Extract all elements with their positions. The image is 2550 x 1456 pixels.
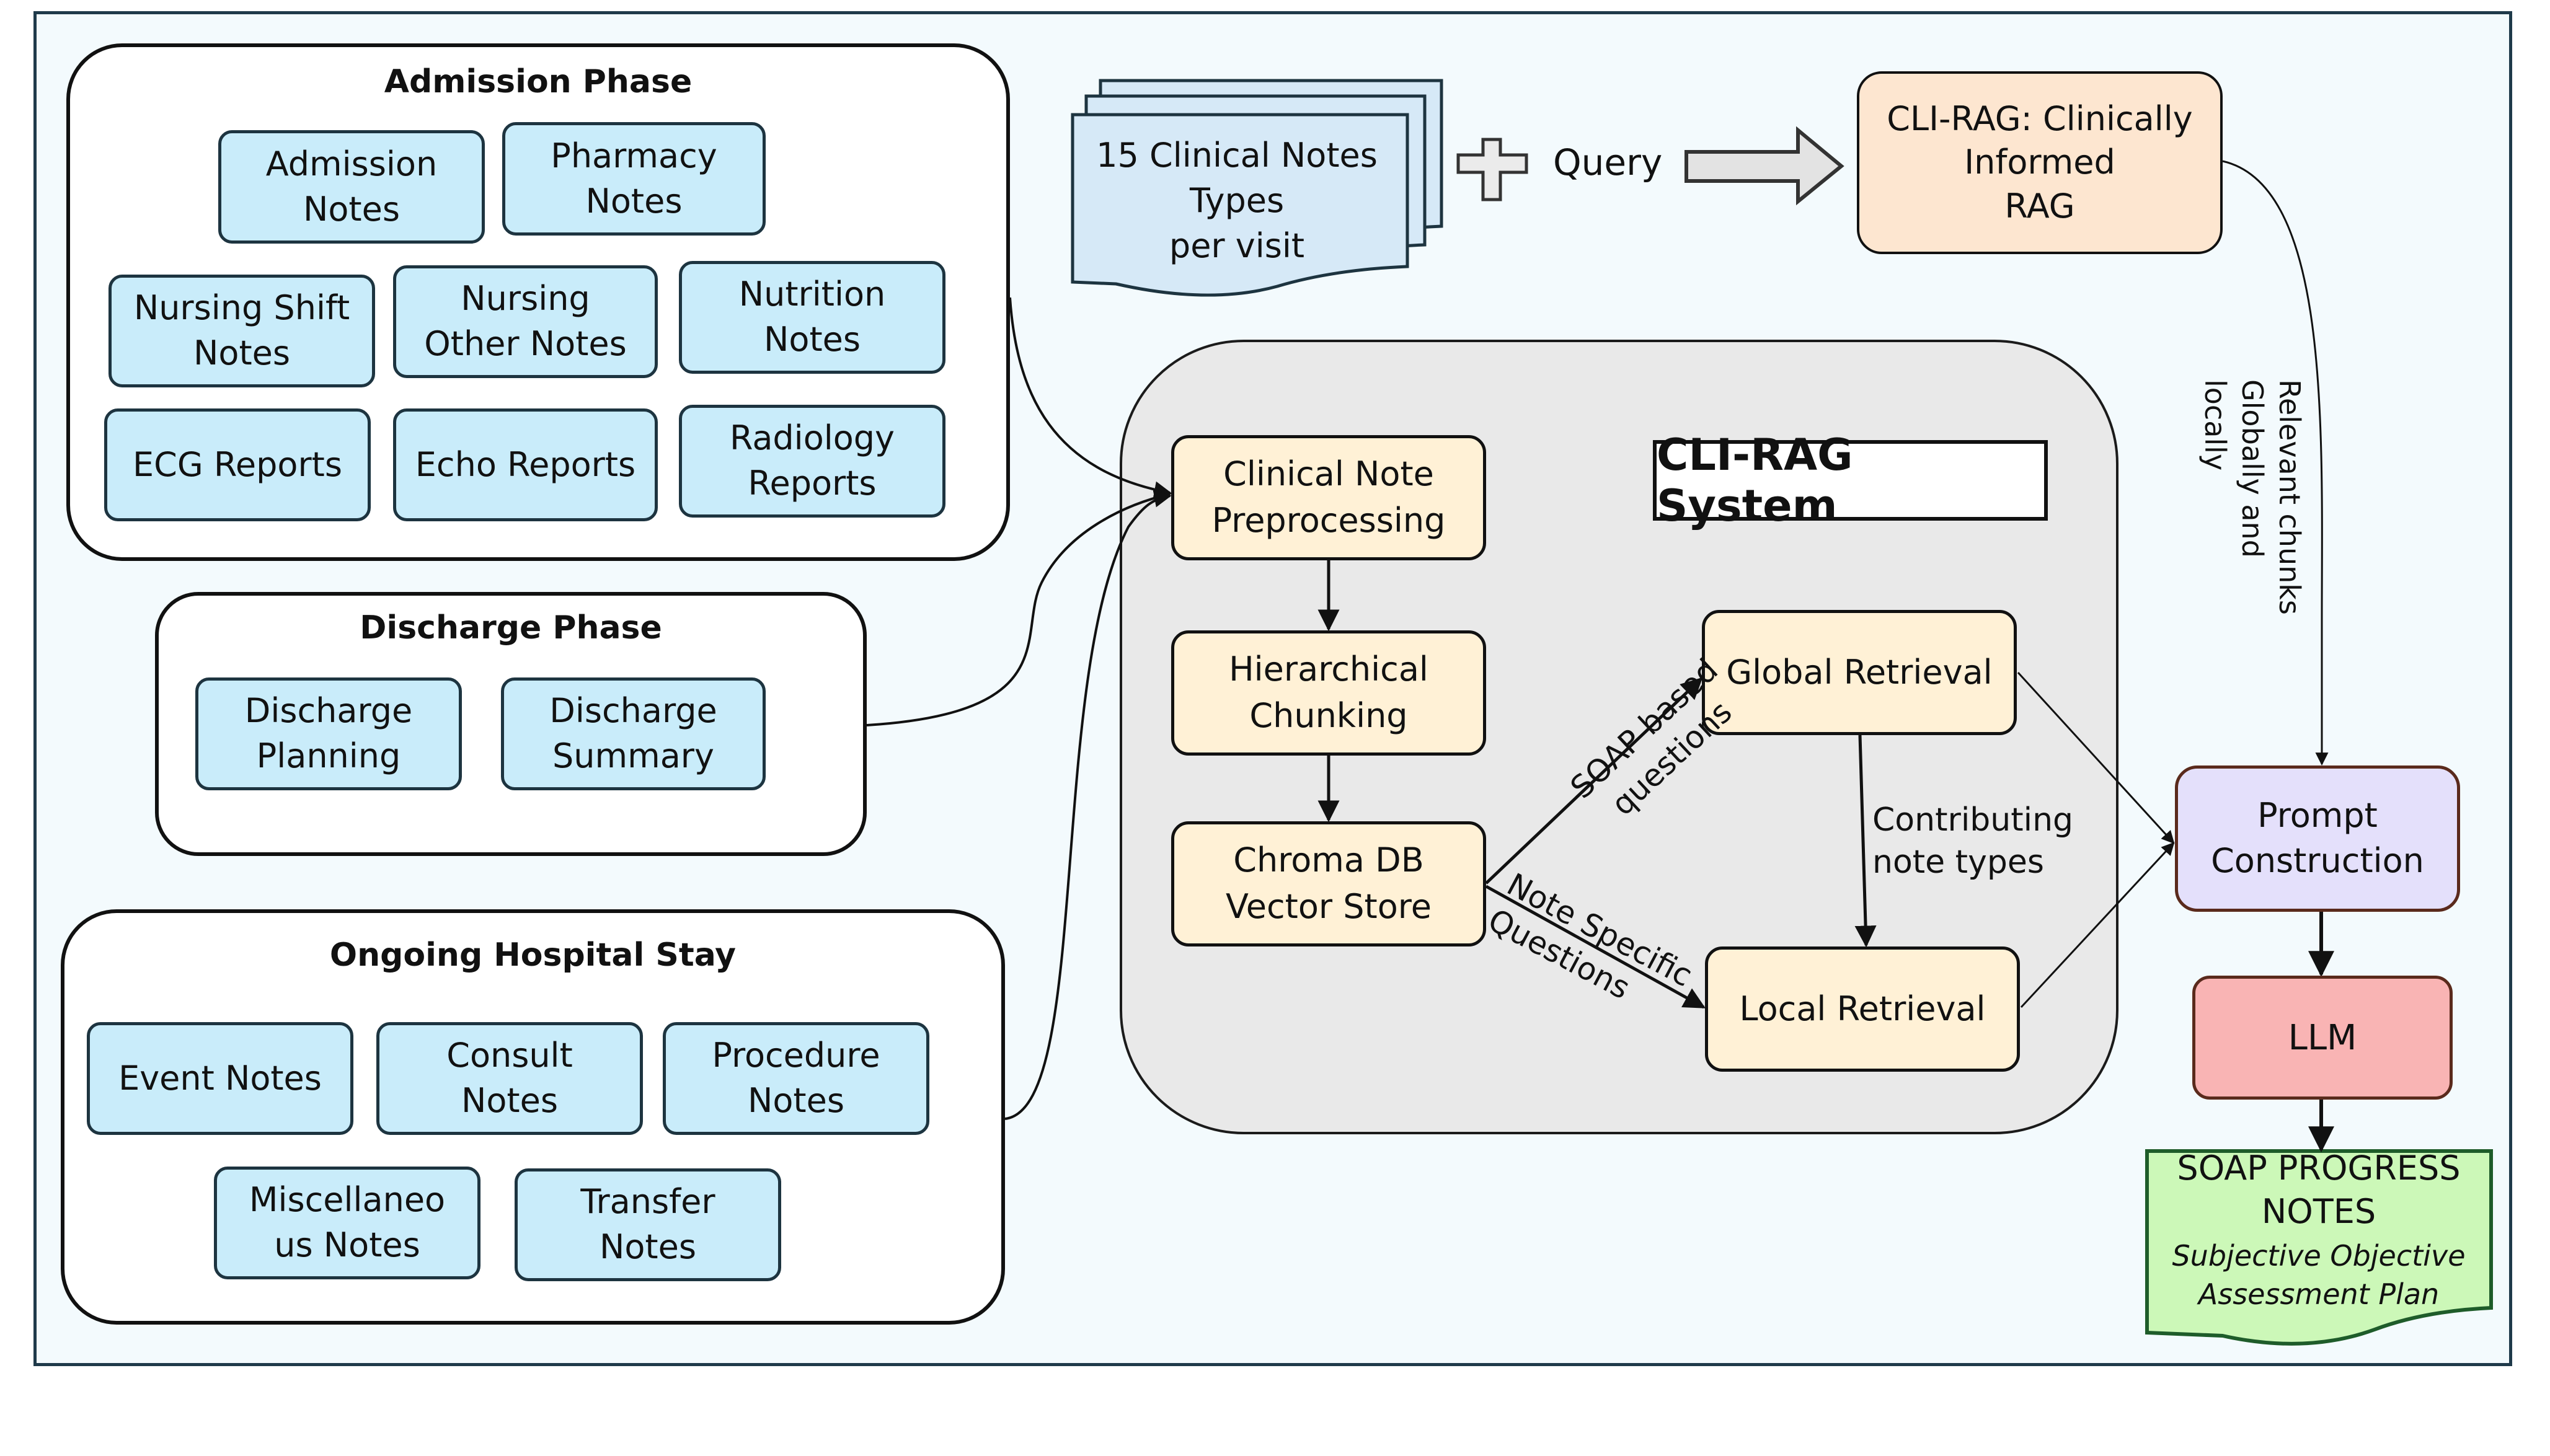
clinical-notes-stack-icon: [1071, 79, 1443, 297]
arrow-global-to-prompt: [2017, 671, 2175, 844]
note-nursing-other: Nursing Other Notes: [393, 265, 658, 378]
step-global-retrieval: Global Retrieval: [1702, 610, 2017, 735]
prompt-construction-box: Prompt Construction: [2175, 766, 2460, 912]
arrow-vector-to-global: [1485, 677, 1703, 885]
note-nursing-shift: Nursing Shift Notes: [108, 275, 375, 387]
note-nutrition: Nutrition Notes: [679, 261, 945, 374]
note-consult: Consult Notes: [376, 1022, 643, 1135]
admission-phase-title: Admission Phase: [384, 63, 693, 100]
contributing-note-types-label: Contributing note types: [1872, 801, 2074, 881]
note-discharge-summary: Discharge Summary: [501, 677, 766, 790]
step-preprocessing: Clinical Note Preprocessing: [1171, 435, 1486, 560]
soap-document-shape: [2145, 1149, 2493, 1346]
note-pharmacy: Pharmacy Notes: [502, 122, 766, 236]
cli-rag-box: CLI-RAG: Clinically Informed RAG: [1857, 71, 2223, 254]
note-radiology-reports: Radiology Reports: [679, 405, 945, 518]
ongoing-stay-title: Ongoing Hospital Stay: [329, 937, 737, 974]
arrow-global-to-local: [1854, 735, 1877, 948]
arrow-admission-to-preprocessing: [1009, 297, 1172, 499]
note-miscellaneous: Miscellaneo us Notes: [214, 1167, 480, 1279]
discharge-phase-title: Discharge Phase: [360, 609, 662, 646]
note-echo-reports: Echo Reports: [393, 408, 658, 521]
query-label: Query: [1553, 141, 1663, 183]
note-event: Event Notes: [87, 1022, 353, 1135]
note-transfer: Transfer Notes: [515, 1168, 781, 1281]
block-arrow-icon: [1685, 126, 1844, 206]
note-procedure: Procedure Notes: [663, 1022, 929, 1135]
relevant-chunks-label: Relevant chunks Globally and locally: [2198, 379, 2306, 615]
arrow-local-to-prompt: [2020, 842, 2175, 1008]
note-ecg-reports: ECG Reports: [104, 408, 371, 521]
plus-icon: [1456, 138, 1528, 201]
arrow-vector-to-local: [1485, 885, 1706, 1009]
step-local-retrieval: Local Retrieval: [1705, 946, 2020, 1072]
arrow-discharge-to-preprocessing: [866, 489, 1172, 726]
llm-box: LLM: [2192, 976, 2453, 1100]
step-hierarchical-chunking: Hierarchical Chunking: [1171, 630, 1486, 756]
arrow-ongoing-to-preprocessing: [1004, 490, 1172, 1120]
note-admission: Admission Notes: [218, 130, 485, 244]
soap-progress-notes-title: SOAP PROGRESS NOTES: [2177, 1149, 2461, 1232]
note-discharge-planning: Discharge Planning: [195, 677, 462, 790]
clinical-notes-stack-label: 15 Clinical Notes Types per visit: [1096, 136, 1378, 265]
arrow-rag-to-prompt: [2222, 160, 2329, 766]
soap-subtitle: Subjective Objective Assessment Plan: [2172, 1239, 2466, 1312]
step-vector-store: Chroma DB Vector Store: [1171, 821, 1486, 946]
